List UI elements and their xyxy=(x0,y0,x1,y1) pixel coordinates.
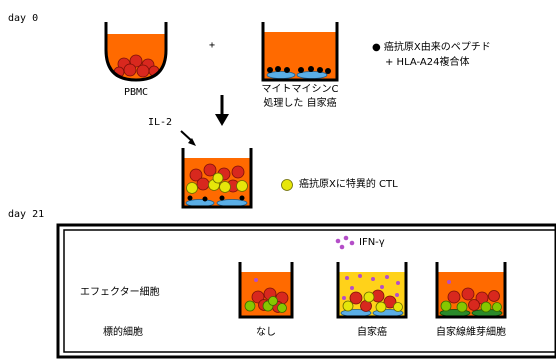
well-label-autologous-cancer: 自家癌 xyxy=(357,327,387,338)
pbmc-label: PBMC xyxy=(123,87,149,98)
ctl-legend-dot xyxy=(281,179,293,191)
ifn-gamma-icon xyxy=(335,235,355,250)
coculture-complexes xyxy=(187,195,245,202)
cancer-cell-layer xyxy=(266,71,328,79)
well-label-none: なし xyxy=(256,327,276,338)
down-arrow xyxy=(215,95,229,126)
coculture-cancer-layer xyxy=(185,199,248,207)
well-no-target xyxy=(238,262,294,319)
plus-sign: + xyxy=(209,40,216,51)
day21-label: day 21 xyxy=(8,209,45,220)
peptide-hla-complexes xyxy=(267,66,331,74)
mitomycin-label-line1: マイトマイシンC xyxy=(261,84,339,95)
pbmc-bowl-outline xyxy=(104,22,168,82)
day0-label: day 0 xyxy=(8,13,39,24)
ifn-gamma-label: IFN-γ xyxy=(359,237,385,248)
target-cell-label: 標的細胞 xyxy=(103,327,143,338)
peptide-complex-legend-line1: ● 癌抗原X由来のペプチド xyxy=(372,42,491,53)
well-autologous-cancer xyxy=(336,262,408,319)
effector-cell-label: エフェクター細胞 xyxy=(80,287,160,298)
well-autologous-fibroblast xyxy=(435,262,507,319)
il2-arrow xyxy=(180,130,196,146)
peptide-complex-legend-line2: + HLA-A24複合体 xyxy=(385,57,470,68)
well-label-autologous-fibroblast: 自家線維芽細胞 xyxy=(436,327,506,338)
il2-label: IL-2 xyxy=(148,117,173,128)
coculture-cells xyxy=(186,163,248,194)
coculture-well-outline xyxy=(181,148,253,209)
mitomycin-well xyxy=(261,22,339,82)
ctl-legend-label: 癌抗原Xに特異的 CTL xyxy=(299,179,398,190)
pbmc-well xyxy=(104,22,168,82)
mitomycin-label-line2: 処理した 自家癌 xyxy=(263,98,337,109)
coculture-well xyxy=(181,148,253,209)
mitomycin-well-outline xyxy=(261,22,339,82)
